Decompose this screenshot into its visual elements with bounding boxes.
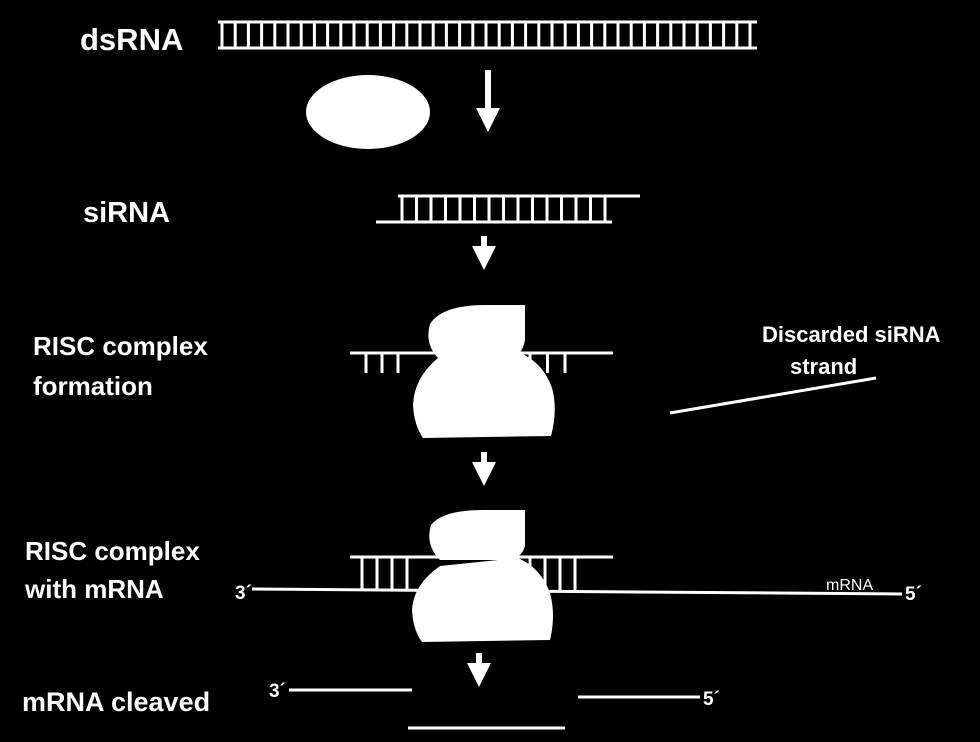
risc-mrna-duplex xyxy=(251,555,903,596)
dicer-enzyme xyxy=(306,75,430,149)
three-prime-label: 3´ xyxy=(235,583,252,604)
label-risc-formation-line2: formation xyxy=(33,371,153,401)
label-sirna: siRNA xyxy=(83,197,170,229)
label-risc-mrna-line1: RISC complex xyxy=(25,536,200,566)
risc-protein xyxy=(413,305,555,438)
five-prime-label: 5´ xyxy=(703,689,720,710)
label-mrna-cleaved: mRNA cleaved xyxy=(22,687,210,717)
label-risc-formation-line1: RISC complex xyxy=(33,331,208,361)
label-discarded-line1: Discarded siRNA xyxy=(762,322,941,347)
label-risc-mrna-line2: with mRNA xyxy=(24,574,164,604)
mrna-tag: mRNA xyxy=(826,577,873,594)
five-prime-label: 5´ xyxy=(905,584,922,605)
sirna-duplex xyxy=(376,194,640,224)
dsrna-ladder xyxy=(218,20,757,50)
risc-protein xyxy=(412,510,553,642)
label-discarded-line2: strand xyxy=(790,354,857,379)
label-dsrna: dsRNA xyxy=(80,22,183,57)
three-prime-label: 3´ xyxy=(269,681,286,702)
mrna-strand xyxy=(251,587,903,596)
discarded-strand xyxy=(669,376,877,415)
